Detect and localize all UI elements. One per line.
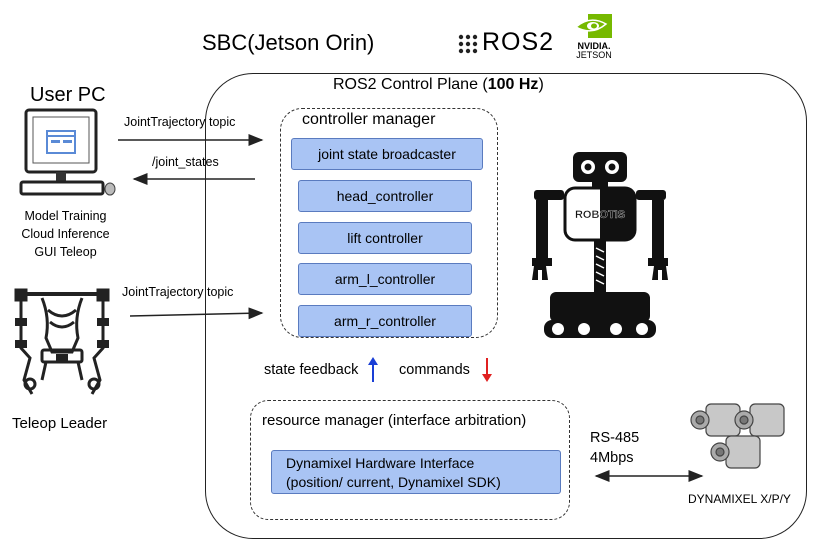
- joint-trajectory-label-leader: JointTrajectory topic: [122, 285, 234, 299]
- hardware-interface-line1: Dynamixel Hardware Interface: [286, 455, 475, 471]
- dynamixel-hardware-interface[interactable]: Dynamixel Hardware Interface (position/ …: [271, 450, 561, 494]
- user-pc-roles: Model Training Cloud Inference GUI Teleo…: [8, 207, 123, 261]
- hardware-interface-line2: (position/ current, Dynamixel SDK): [286, 474, 501, 490]
- state-feedback-label: state feedback: [264, 362, 359, 378]
- role-model-training: Model Training: [24, 209, 107, 223]
- controller-manager-box: [280, 108, 498, 338]
- control-plane-title: ROS2 Control Plane (100 Hz): [333, 76, 544, 93]
- dynamixel-actuators-icon: [690, 403, 785, 469]
- dynamixel-label: DYNAMIXEL X/P/Y: [688, 492, 791, 506]
- robot-brand-text: ROBOTIS: [575, 209, 625, 221]
- controller-lift[interactable]: lift controller: [298, 222, 472, 254]
- ros2-logo-text: ROS2: [482, 28, 555, 56]
- resource-manager-box: [250, 400, 570, 520]
- controller-arm-l[interactable]: arm_l_controller: [298, 263, 472, 295]
- rs485-bus-label: RS-485 4Mbps: [590, 430, 640, 466]
- commands-down-arrow-icon: [482, 358, 492, 382]
- joint-trajectory-arrow-leader: [129, 307, 264, 320]
- controller-manager-title: controller manager: [302, 111, 436, 128]
- desktop-computer-icon: [19, 108, 116, 196]
- control-plane-boundary: [205, 73, 807, 539]
- joint-states-label: /joint_states: [152, 155, 219, 169]
- nvidia-eye-icon: [574, 14, 612, 38]
- resource-manager-title: resource manager (interface arbitration): [262, 412, 527, 429]
- state-feedback-up-arrow-icon: [368, 357, 378, 382]
- user-pc-title: User PC: [30, 84, 106, 106]
- role-cloud-inference: Cloud Inference: [21, 227, 110, 241]
- sbc-title: SBC(Jetson Orin): [202, 30, 375, 55]
- controller-head[interactable]: head_controller: [298, 180, 472, 212]
- nvidia-wordmark: NVIDIA. JETSON: [576, 41, 612, 60]
- nvidia-jetson-logo: NVIDIA. JETSON: [566, 14, 622, 64]
- ros2-dots-icon: [458, 34, 478, 54]
- role-gui-teleop: GUI Teleop: [34, 245, 97, 259]
- controller-joint-state-broadcaster[interactable]: joint state broadcaster: [291, 138, 483, 170]
- controller-arm-r[interactable]: arm_r_controller: [298, 305, 472, 337]
- commands-label: commands: [399, 362, 470, 378]
- joint-trajectory-label-pc: JointTrajectory topic: [124, 115, 236, 129]
- robot-icon: ROBOTIS: [532, 152, 668, 338]
- teleop-leader-label: Teleop Leader: [12, 415, 108, 432]
- teleop-leader-device-icon: [14, 288, 110, 395]
